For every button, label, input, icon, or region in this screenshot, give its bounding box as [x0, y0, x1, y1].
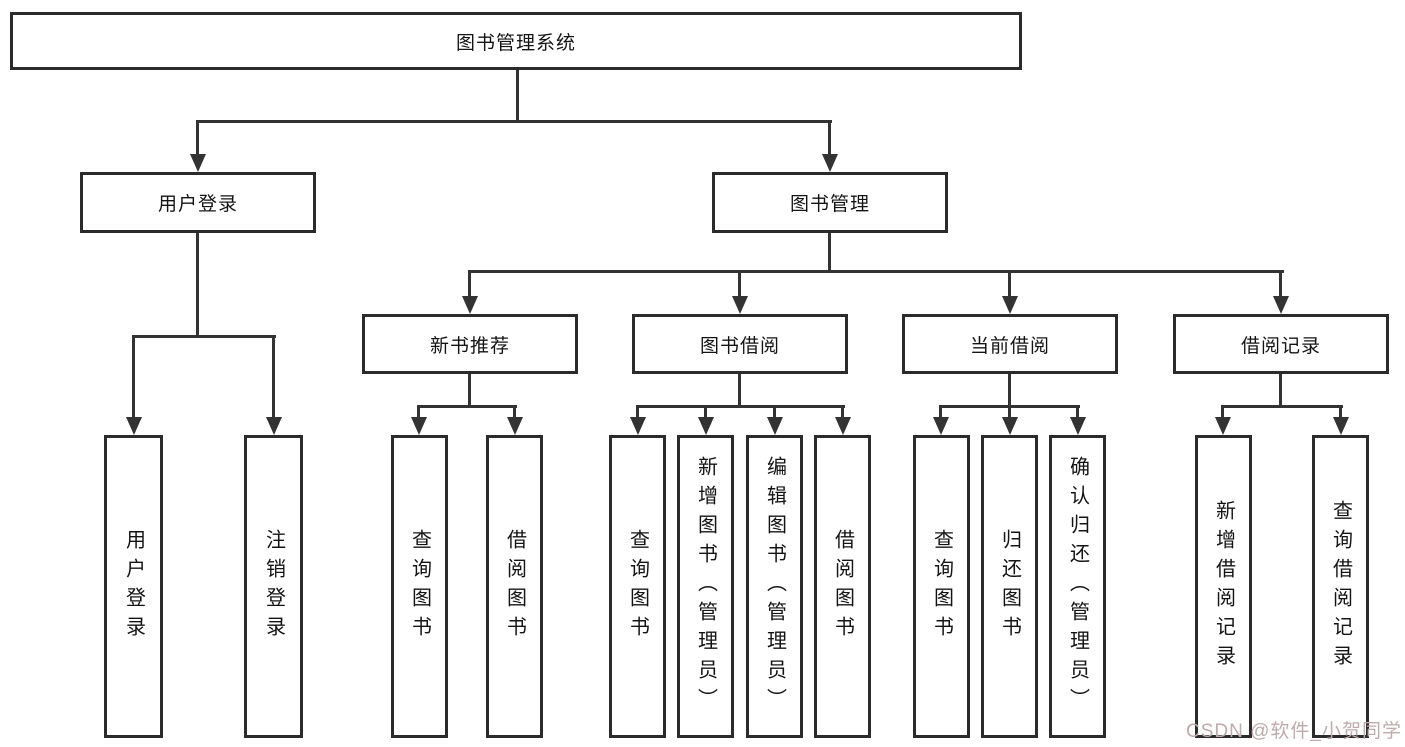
connector-line	[132, 335, 276, 338]
node-new-book-recommendation: 新书推荐	[362, 314, 578, 374]
leaf-query-books-current: 查询图书	[913, 435, 970, 738]
connector-line	[704, 405, 707, 417]
node-user-login: 用户登录	[80, 172, 316, 233]
connector-line	[939, 405, 942, 417]
arrow-down-icon	[411, 417, 427, 435]
arrow-down-icon	[1002, 417, 1018, 435]
connector-line	[1279, 374, 1282, 405]
connector-line	[1221, 405, 1343, 408]
connector-line	[636, 405, 845, 408]
connector-line	[1076, 405, 1079, 417]
node-current-borrowing: 当前借阅	[902, 314, 1118, 374]
arrow-down-icon	[1215, 417, 1231, 435]
leaf-confirm-return-admin: 确认归还（管理员）	[1049, 435, 1106, 738]
connector-line	[196, 120, 832, 123]
arrow-down-icon	[1273, 296, 1289, 314]
leaf-edit-books-admin: 编辑图书（管理员）	[746, 435, 803, 738]
connector-line	[132, 335, 135, 417]
arrow-down-icon	[698, 417, 714, 435]
arrow-down-icon	[1333, 417, 1349, 435]
arrow-down-icon	[630, 417, 646, 435]
connector-line	[1008, 405, 1011, 417]
arrow-down-icon	[266, 417, 282, 435]
leaf-query-books-recommend: 查询图书	[391, 435, 448, 738]
connector-line	[1279, 270, 1282, 296]
connector-line	[417, 405, 420, 417]
node-borrowing-records: 借阅记录	[1173, 314, 1389, 374]
connector-line	[1221, 405, 1224, 417]
connector-line	[1008, 374, 1011, 405]
node-book-borrowing: 图书借阅	[632, 314, 848, 374]
connector-line	[417, 405, 517, 408]
connector-line	[196, 120, 199, 154]
node-book-management: 图书管理	[712, 172, 948, 233]
arrow-down-icon	[1070, 417, 1086, 435]
arrow-down-icon	[732, 296, 748, 314]
connector-line	[828, 120, 831, 154]
arrow-down-icon	[507, 417, 523, 435]
arrow-down-icon	[822, 154, 838, 172]
leaf-return-books: 归还图书	[981, 435, 1038, 738]
connector-line	[468, 374, 471, 405]
leaf-borrow-books-borrowing: 借阅图书	[814, 435, 871, 738]
arrow-down-icon	[767, 417, 783, 435]
connector-line	[272, 335, 275, 417]
node-library-management-system: 图书管理系统	[10, 12, 1022, 70]
connector-line	[738, 374, 741, 405]
leaf-query-borrow-record: 查询借阅记录	[1312, 435, 1369, 738]
connector-line	[636, 405, 639, 417]
leaf-query-books-borrowing: 查询图书	[609, 435, 666, 738]
connector-line	[841, 405, 844, 417]
leaf-add-borrow-record: 新增借阅记录	[1195, 435, 1252, 738]
connector-line	[1339, 405, 1342, 417]
connector-line	[468, 270, 471, 296]
arrow-down-icon	[933, 417, 949, 435]
connector-line	[773, 405, 776, 417]
leaf-logout: 注销登录	[244, 435, 303, 738]
connector-line	[516, 70, 519, 120]
connector-line	[828, 233, 831, 270]
arrow-down-icon	[462, 296, 478, 314]
arrow-down-icon	[126, 417, 142, 435]
connector-line	[1008, 270, 1011, 296]
leaf-add-books-admin: 新增图书（管理员）	[677, 435, 734, 738]
csdn-watermark: CSDN @软件_小贺同学	[1186, 721, 1402, 742]
arrow-down-icon	[1002, 296, 1018, 314]
connector-line	[738, 270, 741, 296]
leaf-user-login: 用户登录	[104, 435, 163, 738]
arrow-down-icon	[835, 417, 851, 435]
arrow-down-icon	[190, 154, 206, 172]
connector-line	[513, 405, 516, 417]
connector-line	[196, 233, 199, 335]
leaf-borrow-books-recommend: 借阅图书	[486, 435, 543, 738]
connector-line	[468, 270, 1284, 273]
